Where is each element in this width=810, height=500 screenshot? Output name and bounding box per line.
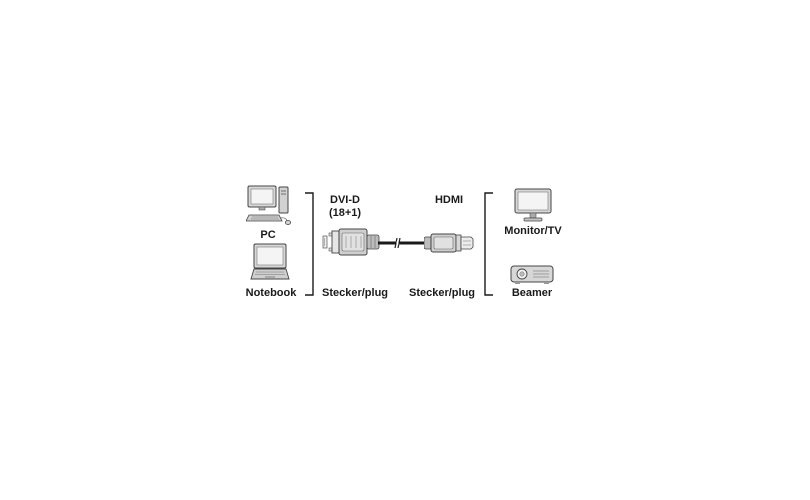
laptop-icon bbox=[250, 243, 290, 280]
cable-line bbox=[378, 238, 426, 248]
monitor-icon bbox=[514, 188, 552, 222]
hdmi-connector-label: Stecker/plug bbox=[408, 287, 476, 299]
dvi-connector-label: Stecker/plug bbox=[321, 287, 389, 299]
projector-icon bbox=[510, 265, 554, 284]
beamer-label: Beamer bbox=[511, 287, 553, 299]
dvi-title: DVI-D bbox=[330, 194, 360, 206]
monitor-label: Monitor/TV bbox=[504, 225, 562, 237]
hdmi-connector-icon bbox=[424, 233, 474, 253]
desktop-pc-icon bbox=[246, 185, 292, 225]
notebook-label: Notebook bbox=[245, 287, 297, 299]
left-bracket bbox=[305, 192, 314, 296]
dvi-subtitle: (18+1) bbox=[328, 207, 362, 219]
dvi-connector-icon bbox=[322, 228, 380, 256]
pc-label: PC bbox=[260, 229, 276, 241]
right-bracket bbox=[484, 192, 493, 296]
hdmi-title: HDMI bbox=[434, 194, 464, 206]
